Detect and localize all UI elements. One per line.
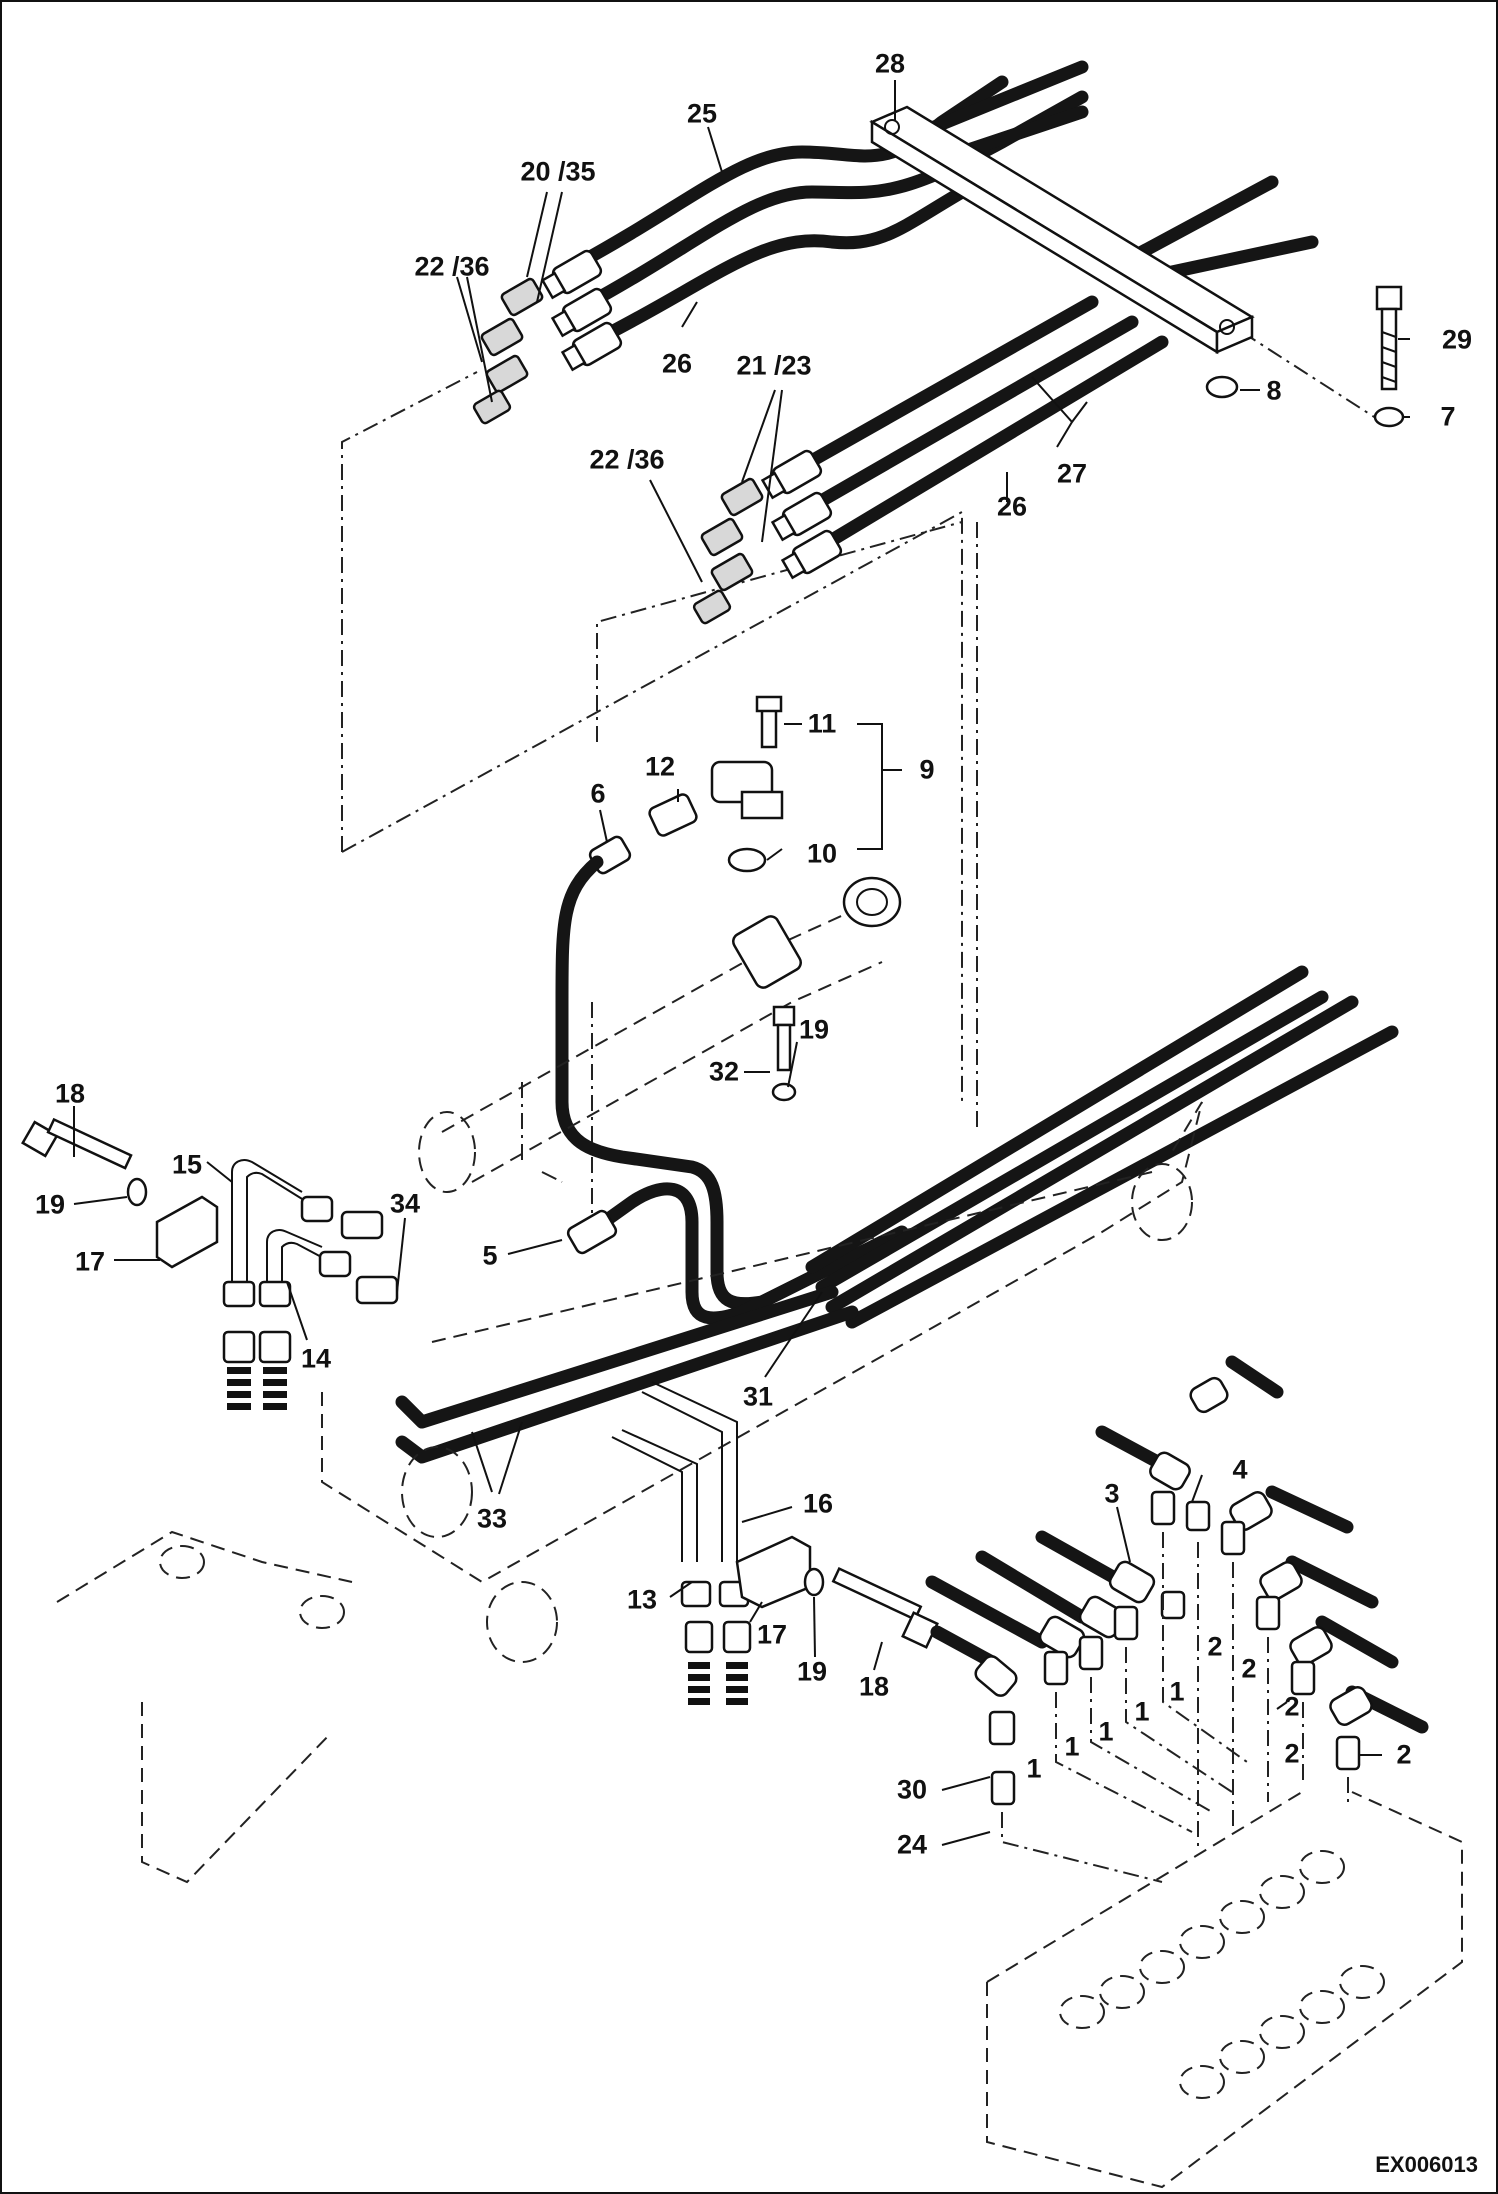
callout-33: 33 — [476, 1503, 508, 1534]
callout-34: 34 — [389, 1188, 421, 1219]
callout-2-d: 2 — [1241, 1653, 1257, 1684]
callout-32: 32 — [708, 1056, 740, 1087]
callout-18-mid: 18 — [858, 1671, 890, 1702]
washer-19a — [771, 1082, 797, 1102]
washer-19c — [803, 1567, 825, 1597]
callout-4: 4 — [1232, 1454, 1248, 1485]
callout-29: 29 — [1441, 324, 1473, 355]
callout-28: 28 — [874, 48, 906, 79]
upper-fittings — [472, 249, 843, 625]
callout-31: 31 — [742, 1381, 774, 1412]
callout-18-left: 18 — [54, 1078, 86, 1109]
fitting-5 — [566, 1209, 618, 1255]
callout-10: 10 — [806, 838, 838, 869]
control-valve-outline — [986, 1791, 1463, 2189]
bracket-17-mid — [735, 1535, 812, 1609]
callout-24: 24 — [896, 1829, 928, 1860]
callout-2-c: 2 — [1284, 1691, 1300, 1722]
callout-2-b: 2 — [1284, 1738, 1300, 1769]
callout-22-36-upper: 22 /36 — [414, 251, 490, 282]
bolt-29 — [1375, 285, 1403, 391]
callout-2-e: 2 — [1207, 1631, 1223, 1662]
washer-19b — [126, 1177, 148, 1207]
bracket-17-left — [155, 1195, 219, 1269]
pipe-fittings-left — [222, 1280, 292, 1410]
callout-27: 27 — [1056, 458, 1088, 489]
pipe-fittings-mid — [680, 1580, 752, 1705]
elbow-block-9 — [710, 695, 784, 820]
callout-12: 12 — [644, 751, 676, 782]
callout-25: 25 — [686, 98, 718, 129]
callout-5: 5 — [482, 1240, 498, 1271]
tee-34 — [300, 1195, 399, 1305]
adapter-12 — [648, 793, 698, 837]
hose-6 — [555, 855, 909, 1311]
linkage-outline — [56, 1530, 353, 1884]
washer-8 — [1205, 375, 1239, 399]
callout-15: 15 — [171, 1149, 203, 1180]
leader-lines — [73, 80, 1410, 1846]
callout-19-mid: 19 — [796, 1656, 828, 1687]
callout-1-e: 1 — [1169, 1676, 1185, 1707]
assembly-lines — [341, 331, 1383, 1232]
clamp-bar-28 — [869, 105, 1255, 355]
callout-2-a: 2 — [1396, 1739, 1412, 1770]
callout-7: 7 — [1440, 401, 1456, 432]
callout-11: 11 — [807, 708, 837, 739]
right-hoses — [395, 965, 1399, 1464]
o-ring-10 — [727, 847, 767, 873]
callout-30: 30 — [896, 1774, 928, 1805]
callout-9: 9 — [919, 754, 935, 785]
callout-20-35: 20 /35 — [520, 156, 596, 187]
callout-1-a: 1 — [1026, 1753, 1042, 1784]
cylinder-outline — [418, 876, 902, 1193]
callout-14: 14 — [300, 1343, 332, 1374]
drawing-code: EX006013 — [1375, 2152, 1478, 2177]
frame-outline — [321, 1101, 1203, 1663]
hose-5 — [590, 1182, 889, 1325]
callout-21-23: 21 /23 — [736, 350, 812, 381]
callout-8: 8 — [1266, 375, 1282, 406]
middle-hoses — [785, 295, 1169, 559]
bolt-18-left — [21, 1117, 133, 1170]
callout-1-c: 1 — [1098, 1716, 1114, 1747]
callout-16: 16 — [802, 1488, 834, 1519]
bolt-32 — [772, 1005, 796, 1072]
callout-26-lower: 26 — [996, 491, 1028, 522]
valve-hoses — [925, 1355, 1429, 1734]
elbow-fittings — [974, 1376, 1373, 1726]
callout-1-b: 1 — [1064, 1731, 1080, 1762]
callout-13: 13 — [626, 1584, 658, 1615]
callout-22-36-lower: 22 /36 — [589, 444, 665, 475]
callout-1-d: 1 — [1134, 1696, 1150, 1727]
callout-19-upper: 19 — [798, 1014, 830, 1045]
callout-26-upper: 26 — [661, 348, 693, 379]
fitting-dash-lines — [1001, 1532, 1349, 1883]
callout-3: 3 — [1104, 1478, 1120, 1509]
callout-17-mid: 17 — [756, 1619, 788, 1650]
callout-19-left: 19 — [34, 1189, 66, 1220]
callout-6: 6 — [590, 778, 606, 809]
bolt-18-mid — [831, 1566, 939, 1649]
washer-7 — [1373, 406, 1405, 428]
pipe-16 — [611, 1381, 738, 1562]
pipe-15 — [231, 1159, 328, 1282]
callout-17-left: 17 — [74, 1246, 106, 1277]
